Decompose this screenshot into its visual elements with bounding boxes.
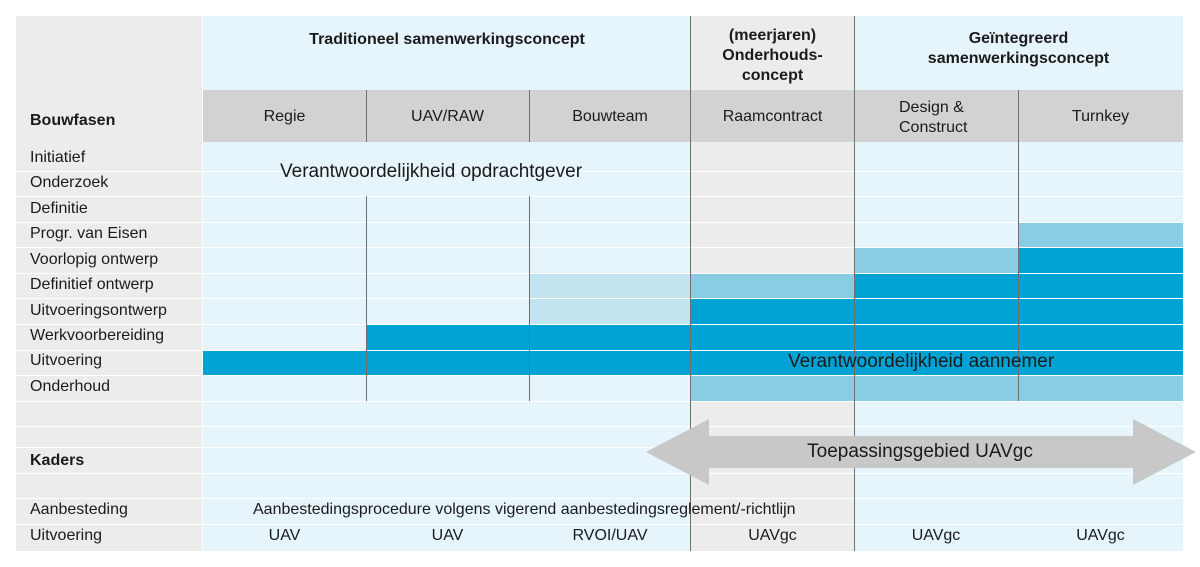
row-separator [16,524,1183,525]
phase-uitvoeringsontwerp: Uitvoeringsontwerp [30,302,167,319]
divider-dc-turnkey-body [1018,142,1019,401]
uitvoering-regie: UAV [268,527,301,544]
bar-turnkey-main [1018,247,1183,375]
row-separator [16,401,1183,402]
group-traditioneel: Traditioneel samenwerkingsconcept [309,31,585,48]
row-separator [16,247,1183,248]
row-separator [16,473,1183,474]
column-uavraw: UAV/RAW [411,108,484,125]
bar-turnkey-onderhoud [1018,375,1183,401]
phase-uitvoering: Uitvoering [30,352,103,369]
row-separator [16,375,1183,376]
bar-uavraw-main [366,324,529,375]
divider-regie-uavraw [366,90,367,142]
column-dc-line2: Construct [899,119,968,136]
label-uavgc-arrow: Toepassingsgebied UAVgc [807,441,1033,462]
uavgc-double-arrow [646,419,1196,485]
uitvoering-bouwteam: RVOI/UAV [572,527,648,544]
bar-bouwteam-main [529,324,691,375]
row-separator [16,298,1183,299]
column-regie: Regie [263,108,306,125]
uitvoering-turnkey: UAVgc [1076,527,1125,544]
phase-definitie: Definitie [30,200,88,217]
bar-dc-onderhoud [854,375,1018,401]
column-dc-line1: Design & [899,99,964,116]
phase-onderhoud: Onderhoud [30,378,111,395]
column-bouwteam: Bouwteam [572,108,648,125]
phase-voorlopig-ontwerp: Voorlopig ontwerp [30,251,159,268]
bar-dc-vo [854,247,1018,273]
phase-definitief-ontwerp: Definitief ontwerp [30,276,154,293]
row-separator [16,196,1183,197]
bar-raam-main [691,298,854,375]
row-separator [16,273,1183,274]
uitvoering-dc: UAVgc [911,527,961,544]
phase-initiatief: Initiatief [30,149,86,166]
bar-raam-onderhoud [691,375,854,401]
uitvoering-uavraw: UAV [431,527,464,544]
group-geintegreerd-line1: Geïntegreerd [968,30,1069,47]
aanbesteding-label: Aanbesteding [30,501,128,518]
divider-raam-right [854,16,855,551]
column-raamcontract: Raamcontract [722,108,823,125]
divider-dc-turnkey [1018,90,1019,142]
bouwfasen-title: Bouwfasen [30,112,116,129]
aanbesteding-text: Aanbestedingsprocedure volgens vigerend … [253,501,796,518]
row-separator [16,350,1183,351]
group-onderhoud: (meerjaren) Onderhouds- concept [691,26,854,86]
divider-raam-left [690,16,691,551]
column-turnkey: Turnkey [1071,108,1130,125]
left-label-column [16,16,202,551]
divider-regie-uavraw-body [366,196,367,401]
row-separator [16,324,1183,325]
bar-regie-uitvoering [203,350,366,375]
row-separator [16,222,1183,223]
divider-uavraw-bouwteam [529,90,530,142]
label-opdrachtgever: Verantwoordelijkheid opdrachtgever [280,161,583,182]
phase-werkvoorbereiding: Werkvoorbereiding [30,327,164,344]
group-onderhoud-line3: concept [741,67,804,84]
group-geintegreerd-line2: samenwerkingsconcept [927,50,1110,67]
row-separator [16,171,1183,172]
bar-turnkey-pve [1018,222,1183,247]
kaders-title: Kaders [30,452,85,469]
bar-raam-do [691,273,854,298]
column-design-construct: Design & Construct [854,98,1018,138]
uavgc-arrow-shape [646,419,1196,485]
uitvoering-raamcontract: UAVgc [748,527,797,544]
phase-pve: Progr. van Eisen [30,225,148,242]
phase-onderzoek: Onderzoek [30,174,109,191]
group-onderhoud-line1: (meerjaren) [728,27,817,44]
row-separator [16,447,1183,448]
group-geintegreerd: Geïntegreerd samenwerkingsconcept [854,29,1183,69]
row-separator [16,498,1183,499]
divider-uavraw-bouwteam-body [529,196,530,401]
label-aannemer: Verantwoordelijkheid aannemer [788,351,1055,372]
row-separator [16,426,1183,427]
group-onderhoud-line2: Onderhouds- [722,47,823,64]
uitvoering-label: Uitvoering [30,527,103,544]
